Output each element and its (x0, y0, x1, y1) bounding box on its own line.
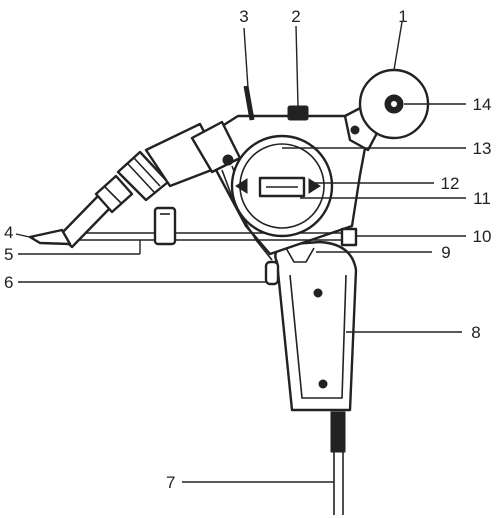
callout-1: 1 (398, 7, 407, 26)
callout-2: 2 (291, 7, 300, 26)
soldering-tip (28, 228, 72, 246)
callout-11: 11 (473, 189, 491, 208)
wire-feed-tube (66, 227, 358, 247)
callout-labels: 1 2 3 4 5 6 7 8 9 10 11 12 13 14 (4, 7, 491, 492)
handle (274, 240, 358, 412)
display-panel (230, 134, 334, 238)
callout-9: 9 (441, 243, 450, 262)
feed-knob (287, 105, 309, 121)
release-lever (243, 85, 255, 121)
callout-13: 13 (473, 139, 492, 158)
power-cord (330, 411, 346, 515)
trigger-button (264, 260, 280, 286)
callout-10: 10 (473, 227, 492, 246)
handle-fork (285, 247, 315, 263)
callout-14: 14 (473, 95, 492, 114)
callout-12: 12 (441, 174, 460, 193)
callout-7: 7 (166, 473, 175, 492)
callout-4: 4 (4, 223, 13, 242)
leader-lines (15, 21, 466, 483)
decrease-arrow-icon (235, 178, 248, 194)
rod-clamp (153, 206, 177, 246)
callout-3: 3 (239, 7, 248, 26)
callout-8: 8 (471, 323, 480, 342)
solder-spool (358, 68, 430, 140)
callout-5: 5 (4, 245, 13, 264)
callout-6: 6 (4, 273, 13, 292)
